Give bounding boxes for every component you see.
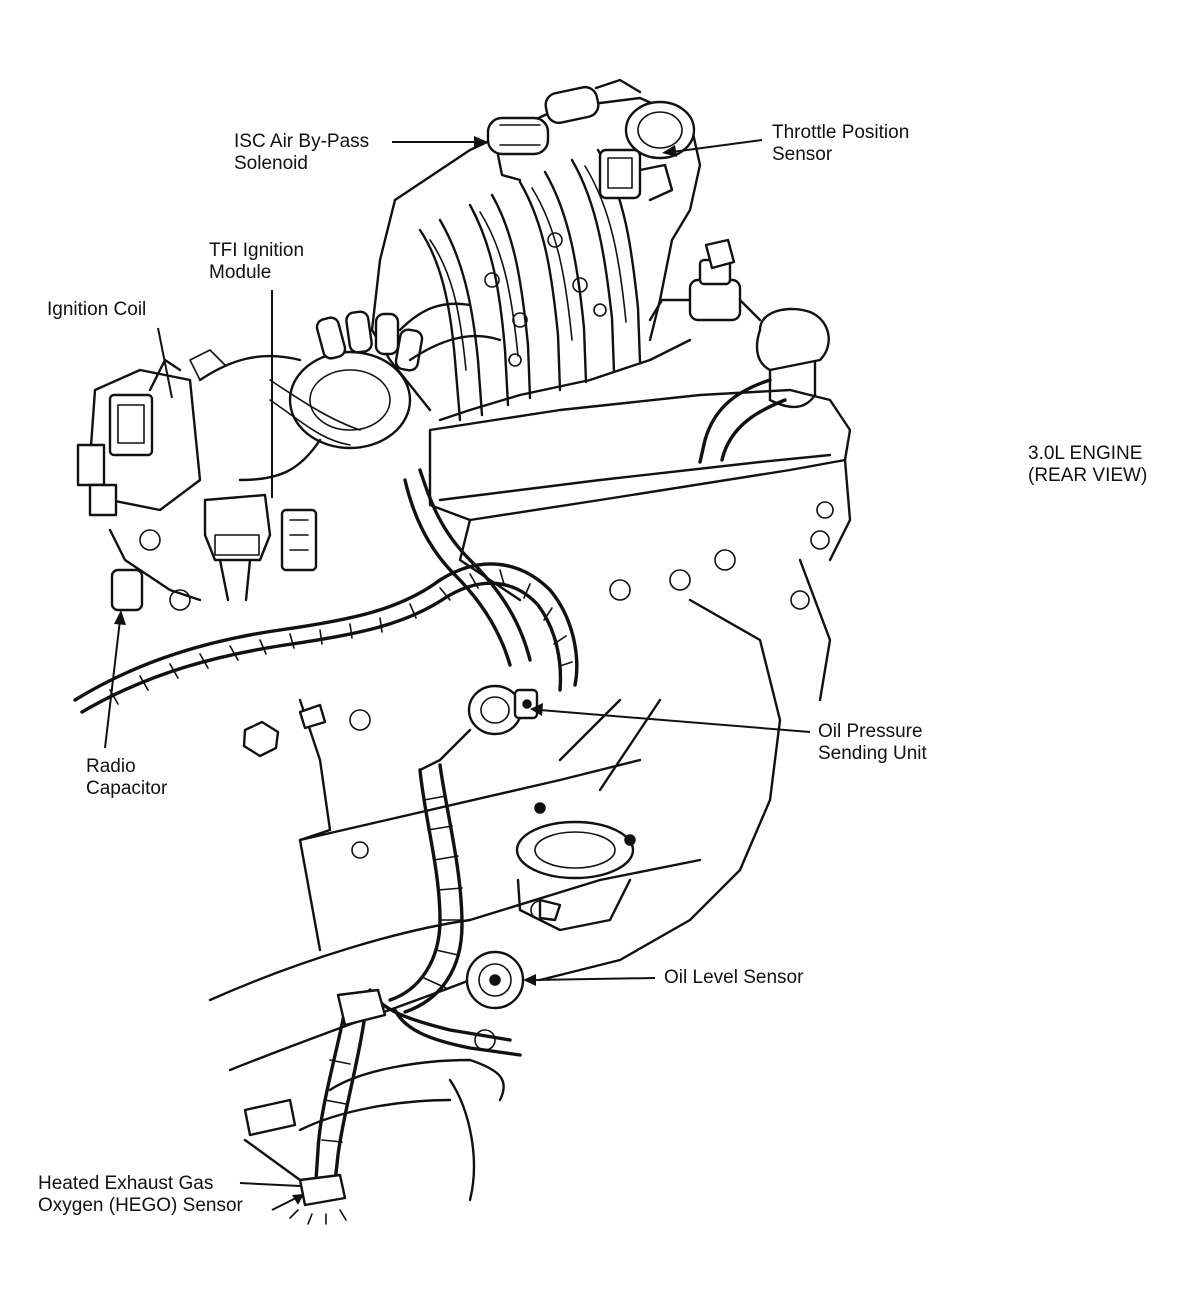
tfi-module <box>203 493 318 602</box>
tfi-ignition-module-label-line-2: Module <box>209 262 272 283</box>
hego-sensor-label-line-1: Heated Exhaust Gas <box>38 1173 214 1194</box>
oil-pressure-sender <box>418 684 539 772</box>
radio-capacitor-label-line-2: Capacitor <box>86 778 168 799</box>
isc-solenoid-label-line-1: ISC Air By-Pass <box>234 131 370 152</box>
hego-sensor-label: Heated Exhaust Gas Oxygen (HEGO) Sensor <box>38 1173 243 1217</box>
ignition-coil-label: Ignition Coil <box>47 299 146 321</box>
diagram-title-line-2: (REAR VIEW) <box>1028 465 1148 486</box>
oil-pressure-sending-unit-label-line-2: Sending Unit <box>818 743 927 764</box>
diagram-title: 3.0L ENGINE (REAR VIEW) <box>1028 443 1147 487</box>
isc-solenoid-label-line-2: Solenoid <box>234 153 308 174</box>
callout-leaders <box>104 136 811 1211</box>
hego-sensor <box>243 988 476 1225</box>
exhaust-flange <box>515 698 662 932</box>
hego-sensor-label-line-2: Oxygen (HEGO) Sensor <box>38 1195 243 1216</box>
throttle-position-sensor-label-line-2: Sensor <box>772 144 833 165</box>
oil-level-sensor-label-line-1: Oil Level Sensor <box>664 967 804 988</box>
oil-level-sensor-label: Oil Level Sensor <box>664 967 803 989</box>
valve-cover <box>428 307 852 602</box>
isc-solenoid-label: ISC Air By-Pass Solenoid <box>234 131 369 175</box>
oil-pressure-sending-unit-label: Oil Pressure Sending Unit <box>818 721 927 765</box>
oil-pressure-sending-unit-label-line-1: Oil Pressure <box>818 721 923 742</box>
egr-valve <box>648 238 762 322</box>
throttle-position-sensor-label: Throttle Position Sensor <box>772 122 909 166</box>
distributor <box>189 302 502 482</box>
radio-capacitor-label: Radio Capacitor <box>86 756 167 800</box>
tfi-ignition-module-label-line-1: TFI Ignition <box>209 240 305 261</box>
ignition-coil-label-line-1: Ignition Coil <box>47 299 147 320</box>
ignition-coil <box>76 358 202 612</box>
diagram-title-line-1: 3.0L ENGINE <box>1028 443 1143 464</box>
throttle-body <box>598 100 696 202</box>
engine-block <box>208 501 834 1132</box>
throttle-position-sensor-label-line-1: Throttle Position <box>772 122 910 143</box>
isc-solenoid <box>486 78 642 182</box>
tfi-ignition-module-label: TFI Ignition Module <box>209 240 304 284</box>
radio-capacitor-label-line-1: Radio <box>86 756 136 777</box>
oil-level-sensor <box>465 950 525 1010</box>
